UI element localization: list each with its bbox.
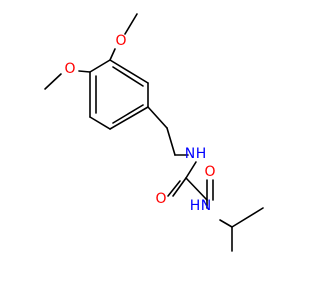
- ring-bond-6: [109, 59, 149, 84]
- ring-bond-1: [89, 59, 111, 73]
- atom-h-amide-upper: H: [196, 146, 207, 162]
- atom-o-methoxy-top: O: [115, 33, 126, 49]
- bond-nh-ch: [219, 219, 233, 228]
- atom-n-amide-lower: N: [201, 198, 211, 214]
- ring-inner-bond-c: [112, 66, 144, 87]
- bond-carbonyl-carbonyl: [185, 177, 208, 201]
- atom-o-carbonyl-right: O: [204, 164, 215, 180]
- bond-ch-methyl-top: [231, 207, 264, 228]
- atom-o-carbonyl-left: O: [155, 191, 166, 207]
- bond-carbonyl-left-double-b: [167, 180, 181, 197]
- bond-ch2-ch2: [166, 127, 176, 156]
- ring-bond-3: [89, 116, 111, 130]
- bond-methyl-o-left: [44, 73, 62, 90]
- bond-nh-carbonyl-left: [185, 161, 197, 179]
- ring-inner-bond-b: [112, 104, 144, 124]
- molecule-structure-diagram: O O N H O O H N: [44, 13, 264, 252]
- bond-ring-ch2: [147, 106, 168, 129]
- atom-o-methoxy-left: O: [64, 61, 75, 77]
- bond-methyl-o-top: [124, 13, 138, 35]
- ring-bond-4: [109, 106, 149, 130]
- atom-h-amide-lower: H: [190, 198, 201, 214]
- bond-o-left-ring: [78, 70, 91, 73]
- bond-o-top-ring: [109, 48, 116, 61]
- bond-carbonyl-left-double-a: [172, 177, 187, 197]
- atom-n-amide-upper: N: [185, 146, 195, 162]
